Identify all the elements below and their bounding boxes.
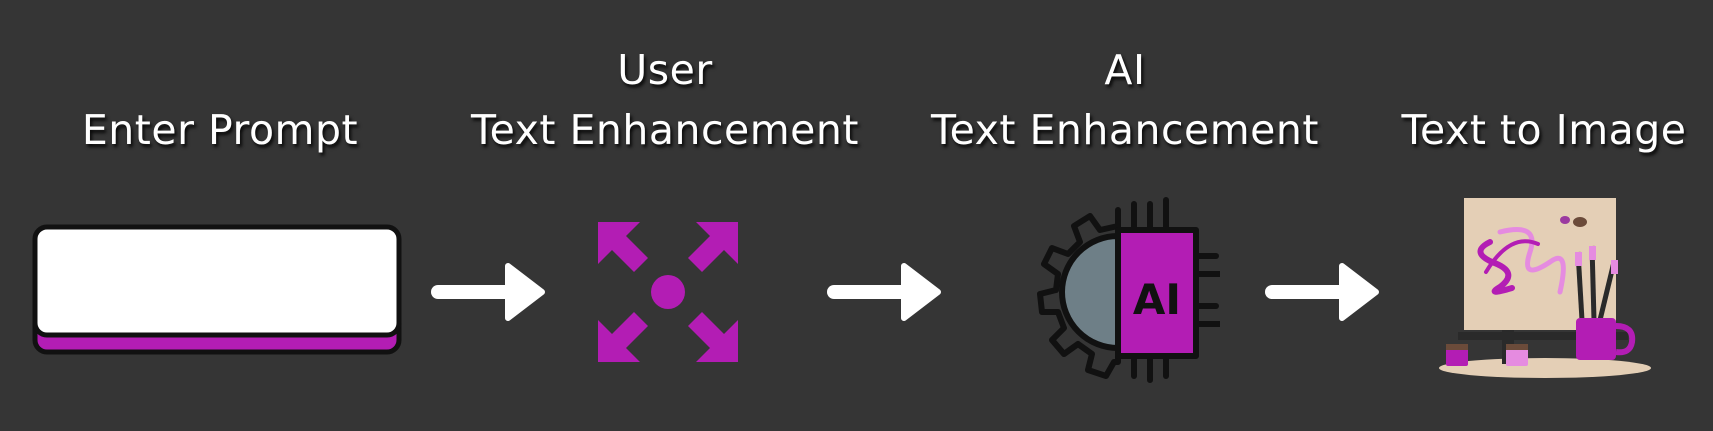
step-1-title: Enter Prompt xyxy=(81,106,359,154)
step-2-line2: Text Enhancement xyxy=(471,106,859,154)
right-arrow-icon xyxy=(431,263,545,321)
step-4-title: Text to Image xyxy=(1401,106,1687,154)
step-3-line1: AI xyxy=(1104,46,1146,94)
step-3-line2: Text Enhancement xyxy=(931,106,1319,154)
right-arrow-icon xyxy=(827,263,941,321)
ai-chip-text: AI xyxy=(1133,275,1181,324)
painting-easel-icon xyxy=(1439,198,1651,378)
ai-gear-chip-icon: AI xyxy=(1037,197,1220,383)
right-arrow-icon xyxy=(1265,263,1379,321)
expand-arrows-icon xyxy=(598,222,738,362)
step-2-label: User Text Enhancement xyxy=(430,40,900,160)
step-3-label: AI Text Enhancement xyxy=(890,40,1360,160)
step-4-label: Text to Image xyxy=(1394,100,1694,160)
prompt-box-icon xyxy=(32,224,402,355)
step-1-label: Enter Prompt xyxy=(40,100,400,160)
step-2-line1: User xyxy=(617,46,713,94)
